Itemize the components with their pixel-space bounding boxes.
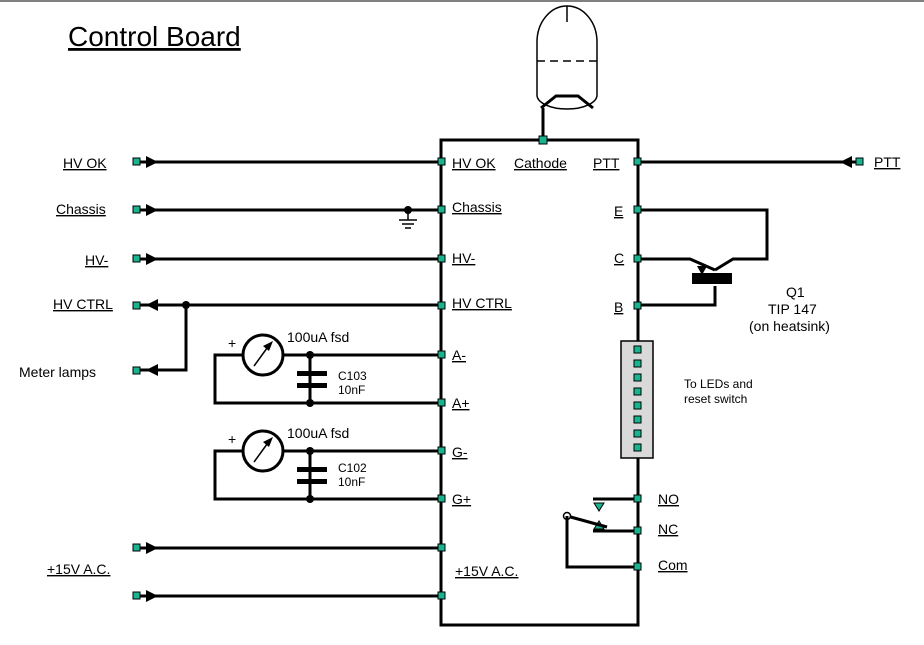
tube-envelope [536, 5, 598, 110]
pad-left-chassis [132, 205, 141, 214]
diagram-title: Control Board [68, 21, 241, 52]
board-label-a-minus: A- [452, 347, 466, 363]
meter-a-icon [241, 333, 285, 377]
board-label-b: B [614, 299, 623, 315]
pad-left-hv-ctrl [132, 301, 141, 310]
board-label-g-minus: G- [452, 444, 468, 460]
pad-left-hv-minus [132, 254, 141, 263]
pad-left-ac2 [132, 591, 141, 600]
label-chassis: Chassis [56, 201, 106, 217]
board-label-chassis: Chassis [452, 199, 502, 215]
board-label-com: Com [658, 557, 688, 573]
board-left-pads [437, 135, 548, 600]
transistor-q1: Q1 TIP 147 (on heatsink) [633, 205, 830, 334]
cap-g-ref: C102 [338, 461, 367, 475]
arrow-ac1 [146, 542, 158, 554]
arrow-chassis [146, 204, 158, 216]
arrow-hv-ctrl [146, 299, 158, 311]
label-hv-ctrl: HV CTRL [53, 296, 113, 312]
board-label-no: NO [658, 491, 679, 507]
meter-circuit-g: + 100uA fsd C102 10nF [213, 425, 441, 503]
cap-a-value: 10nF [338, 383, 365, 397]
pad-left-ac1 [132, 543, 141, 552]
ptt-connection: PTT [633, 154, 901, 170]
label-right-ptt: PTT [874, 154, 901, 170]
relay-switch: NO NC Com [562, 491, 688, 573]
pad-cathode [538, 135, 548, 145]
cap-g-plate-2 [297, 479, 327, 484]
board-outline [439, 138, 640, 627]
meter-g-polarity: + [228, 431, 236, 447]
board-label-ac15: +15V A.C. [455, 563, 518, 579]
board-label-nc: NC [658, 521, 678, 537]
connector-note-2: reset switch [684, 392, 747, 406]
pad-left-meter-lamps [132, 366, 141, 375]
meter-a-label: 100uA fsd [287, 329, 349, 345]
cap-a-plate-2 [297, 383, 327, 388]
left-wires [140, 160, 441, 598]
left-labels: HV OK Chassis HV- HV CTRL Meter lamps +1… [19, 155, 113, 577]
vacuum-tube [536, 5, 598, 140]
board-label-a-plus: A+ [452, 395, 470, 411]
left-connectors [132, 156, 158, 602]
wire-meter-lamps [140, 305, 188, 372]
cap-a-ref: C103 [338, 369, 367, 383]
tube-cathode [540, 94, 594, 110]
board-label-hv-ok: HV OK [452, 155, 496, 171]
board-label-e: E [614, 203, 623, 219]
label-ac15: +15V A.C. [47, 561, 110, 577]
transistor-ref: Q1 [786, 284, 805, 300]
transistor-note: (on heatsink) [749, 318, 830, 334]
transistor-emitter-arrow [697, 266, 707, 275]
transistor-part: TIP 147 [768, 301, 817, 317]
arrow-meter-lamps [146, 364, 158, 376]
arrow-ac2 [146, 590, 158, 602]
meter-g-icon [241, 429, 285, 473]
arrow-hv-minus [146, 253, 158, 265]
cap-a-plate-1 [297, 371, 327, 376]
label-hv-minus: HV- [85, 252, 109, 268]
cap-g-value: 10nF [338, 475, 365, 489]
led-connector: To LEDs and reset switch [620, 340, 753, 459]
meter-circuit-a: + 100uA fsd C103 10nF [213, 329, 441, 407]
ground-symbol [399, 206, 417, 229]
board-label-ptt: PTT [593, 155, 620, 171]
connector-body [620, 340, 654, 459]
board-label-hv-minus: HV- [452, 250, 476, 266]
pad-left-hv-ok [132, 157, 141, 166]
board-label-hv-ctrl: HV CTRL [452, 295, 512, 311]
cap-g-plate-1 [297, 467, 327, 472]
meter-a-polarity: + [228, 335, 236, 351]
board-labels: HV OK Cathode PTT Chassis E HV- C HV CTR… [452, 155, 624, 579]
arrow-hv-ok [146, 156, 158, 168]
board-label-c: C [614, 250, 624, 266]
label-hv-ok: HV OK [63, 155, 107, 171]
meter-g-label: 100uA fsd [287, 425, 349, 441]
connector-note-1: To LEDs and [684, 377, 753, 391]
label-meter-lamps: Meter lamps [19, 364, 96, 380]
board-label-cathode: Cathode [514, 155, 567, 171]
board-label-g-plus: G+ [452, 491, 471, 507]
junction-hv-ctrl [182, 301, 190, 309]
transistor-base-bar [692, 273, 732, 284]
